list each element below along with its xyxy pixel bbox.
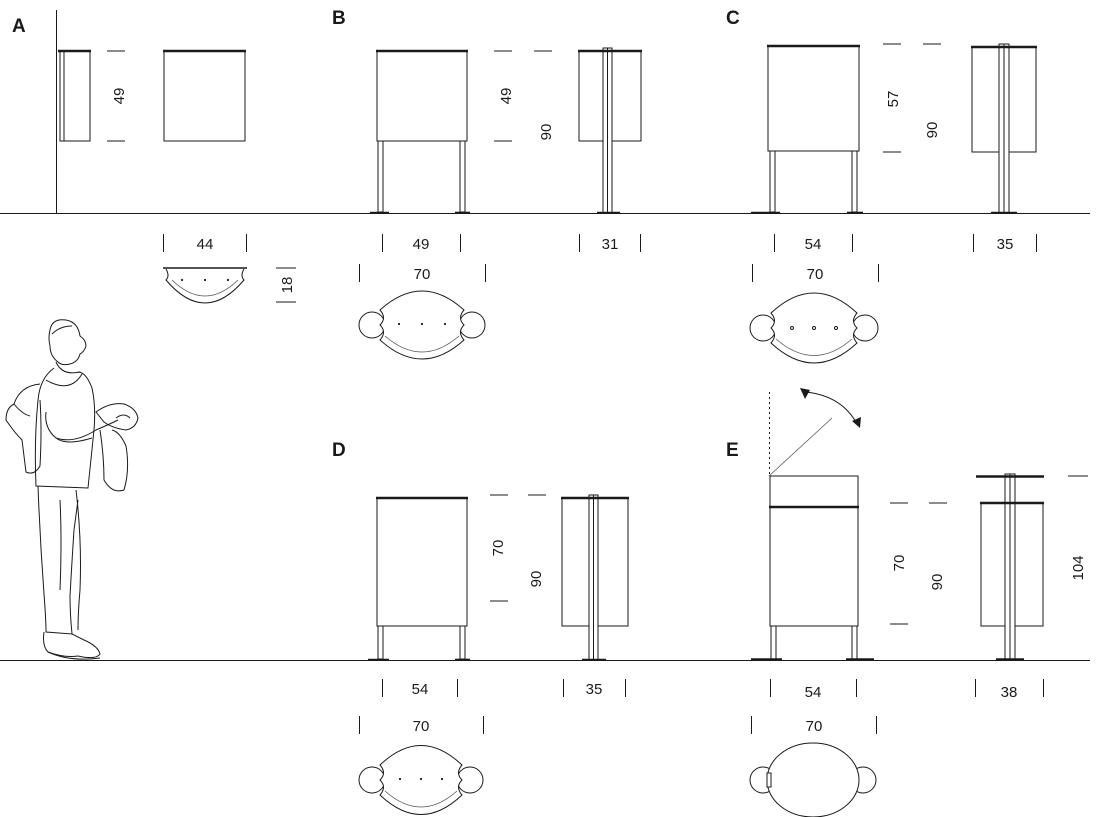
- variant-c: C 57 90 54: [726, 8, 1037, 364]
- variant-e-side-view: [976, 473, 1044, 661]
- variant-c-plan-width-value: 70: [807, 266, 824, 283]
- variant-c-front-view: [751, 44, 863, 214]
- variant-a: A 49 44: [12, 10, 296, 304]
- variant-a-front-view: [163, 49, 246, 142]
- variant-b-front-view: [370, 49, 470, 214]
- variant-b-plan-width-value: 70: [414, 266, 431, 283]
- variant-e-front-width-dimension: 54: [770, 679, 857, 701]
- variant-b-front-width-dimension: 49: [382, 234, 461, 253]
- variant-a-depth-value: 18: [279, 277, 296, 294]
- variant-e-front-width-value: 54: [805, 684, 822, 701]
- variant-a-side-view: [58, 49, 91, 142]
- variant-b-front-width-value: 49: [413, 236, 430, 253]
- variant-c-bin-height-value: 57: [885, 91, 902, 108]
- variant-d-plan-view: [358, 745, 484, 815]
- variant-c-side-width-dimension: 35: [973, 234, 1037, 253]
- variant-b-plan-width-dimension: 70: [359, 264, 486, 283]
- variant-e-label: E: [726, 440, 739, 461]
- variant-e-side-width-dimension: 38: [975, 679, 1044, 701]
- variant-e-side-width-value: 38: [1001, 684, 1018, 701]
- variant-d-label: D: [332, 440, 346, 461]
- variant-b: B 49 90 49: [332, 8, 642, 360]
- variant-c-side-view: [971, 43, 1037, 214]
- variant-e-front-view: [751, 475, 874, 661]
- variant-d-plan-width-dimension: 70: [359, 716, 484, 735]
- variant-e-bin-height-value: 70: [891, 555, 908, 572]
- variant-b-side-view: [578, 47, 642, 214]
- variant-b-side-width-dimension: 31: [579, 234, 641, 253]
- variant-b-plan-view: [358, 290, 486, 360]
- variant-a-width-dimension: 44: [163, 234, 247, 253]
- variant-d-front-width-value: 54: [412, 681, 429, 698]
- variant-c-plan-width-dimension: 70: [752, 264, 879, 283]
- variant-e-lid-swing: [768, 388, 861, 477]
- variant-a-width-value: 44: [197, 236, 214, 253]
- variant-c-front-width-dimension: 54: [774, 234, 853, 253]
- variant-a-height-value: 49: [111, 88, 128, 105]
- variant-c-total-height-value: 90: [924, 122, 941, 139]
- variant-b-height-dimensions: 49 90: [494, 50, 555, 142]
- variant-d-plan-width-value: 70: [413, 718, 430, 735]
- variant-d-total-height-value: 90: [528, 571, 545, 588]
- variant-d-height-dimensions: 70 90: [490, 494, 546, 602]
- variant-a-height-dimension: 49: [107, 50, 128, 142]
- variant-d-bin-height-value: 70: [490, 540, 507, 557]
- variant-b-total-height-value: 90: [538, 124, 555, 141]
- variant-e-plan-width-dimension: 70: [751, 716, 877, 735]
- variant-a-depth-dimension: 18: [276, 267, 296, 303]
- variant-d-side-width-value: 35: [586, 681, 603, 698]
- variant-e-height-dimensions: 70 90: [890, 502, 947, 625]
- variant-e-lid-height-value: 104: [1070, 555, 1087, 580]
- variant-d-side-view: [561, 494, 629, 661]
- variant-e-plan-view: [749, 742, 877, 817]
- variant-b-bin-height-value: 49: [498, 88, 515, 105]
- variant-e-total-height-value: 90: [929, 574, 946, 591]
- variant-e-plan-width-value: 70: [806, 718, 823, 735]
- variant-d-side-width-dimension: 35: [563, 679, 626, 698]
- variant-a-plan-view: [163, 267, 247, 304]
- variant-e: E 70 90: [726, 388, 1088, 817]
- variant-a-label: A: [12, 16, 26, 37]
- variant-d: D 70 90 54: [332, 440, 629, 815]
- variant-b-label: B: [332, 8, 346, 29]
- variant-d-front-width-dimension: 54: [382, 679, 458, 698]
- variant-c-side-width-value: 35: [997, 236, 1014, 253]
- variant-c-label: C: [726, 8, 740, 29]
- variant-d-front-view: [368, 496, 470, 661]
- variant-c-front-width-value: 54: [805, 236, 822, 253]
- person-scale-figure: [5, 319, 139, 660]
- variant-b-side-width-value: 31: [602, 236, 619, 253]
- variant-c-height-dimensions: 57 90: [883, 43, 941, 153]
- variant-c-plan-view: [749, 292, 879, 364]
- variant-e-lid-height-dimension: 104: [1068, 475, 1088, 581]
